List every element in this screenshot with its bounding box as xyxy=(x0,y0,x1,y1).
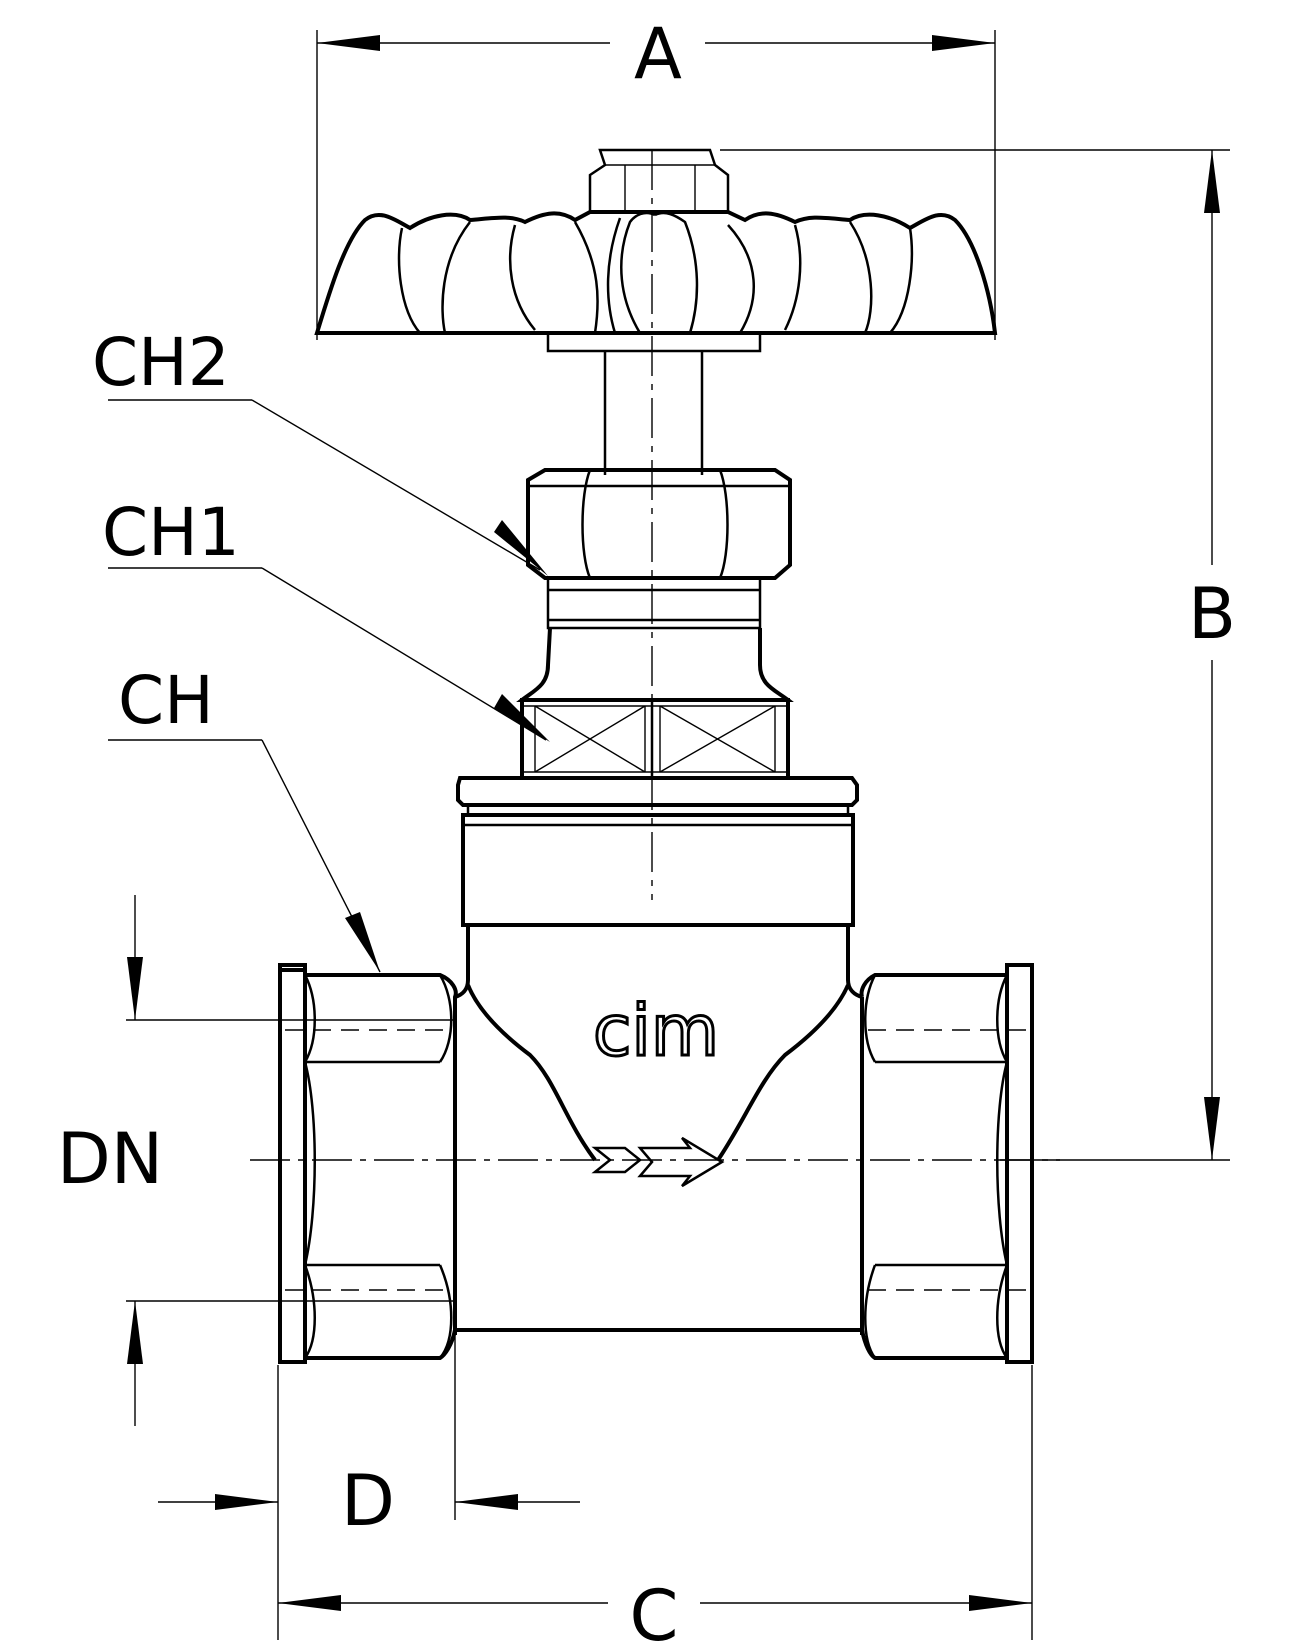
dimension-dn-label: DN xyxy=(57,1118,163,1200)
bonnet xyxy=(516,576,794,702)
label-ch2: CH2 xyxy=(92,324,548,576)
stem xyxy=(603,351,704,475)
dimension-d: D xyxy=(158,1300,580,1542)
flow-direction-arrow-icon xyxy=(591,1136,725,1188)
dimension-c-label: C xyxy=(630,1575,679,1651)
handwheel xyxy=(314,148,998,353)
label-ch-text: CH xyxy=(118,662,214,739)
dimension-d-label: D xyxy=(341,1460,395,1542)
label-ch1-text: CH1 xyxy=(102,494,240,571)
dimension-a-label: A xyxy=(634,13,682,95)
dimension-b-label: B xyxy=(1188,573,1236,655)
gland-nut-ch2 xyxy=(526,468,792,580)
label-ch1: CH1 xyxy=(102,494,550,742)
valve-body xyxy=(453,925,864,1335)
label-ch: CH xyxy=(108,662,381,973)
cim-logo: cim xyxy=(593,990,719,1072)
right-end xyxy=(859,963,1034,1364)
dimension-b: B xyxy=(720,149,1236,1161)
left-end-ch xyxy=(278,963,458,1364)
label-ch2-text: CH2 xyxy=(92,324,230,401)
hex-ch1 xyxy=(520,698,790,780)
body-flange xyxy=(456,776,859,927)
dimension-dn: DN xyxy=(57,895,455,1426)
dimension-c: C xyxy=(277,1365,1033,1651)
dimension-a: A xyxy=(316,13,996,340)
